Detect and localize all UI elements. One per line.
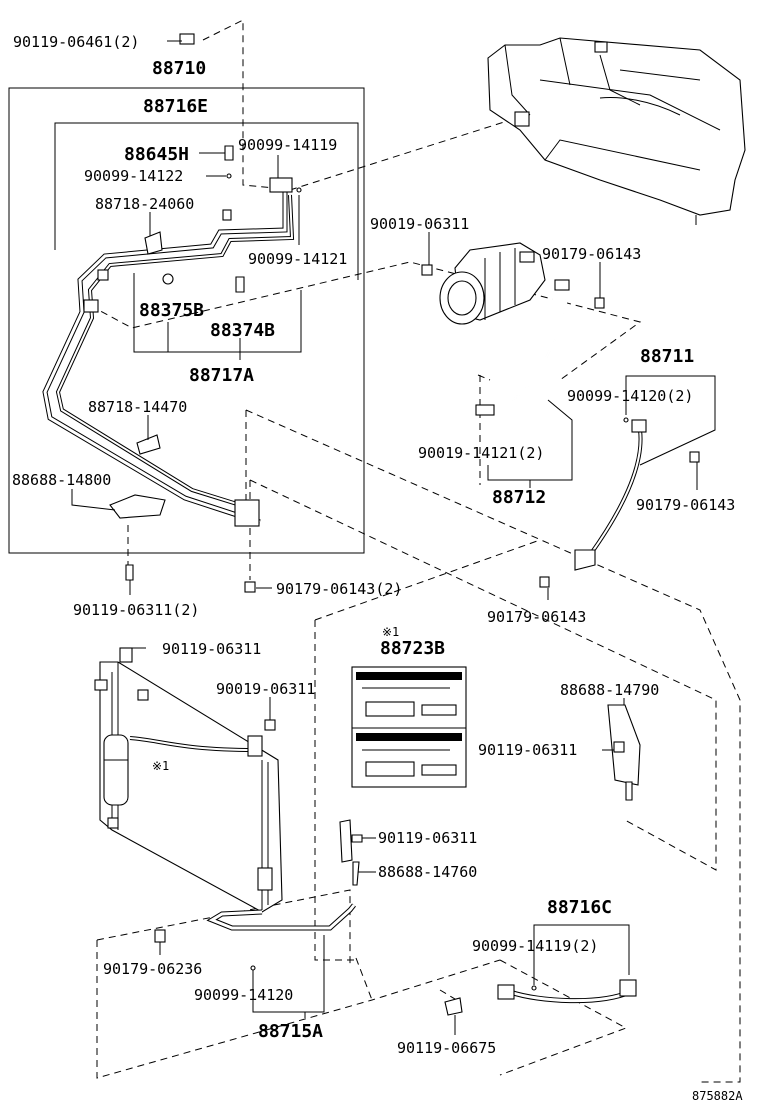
part-labels: 90119-06461(2) 88710 88716E 88645H 90099… xyxy=(12,33,743,1103)
label-90099-14122: 90099-14122 xyxy=(84,167,183,185)
label-90119-06311-cond: 90119-06311 xyxy=(162,640,261,658)
bolt-90119-06311 xyxy=(125,564,134,581)
label-88710: 88710 xyxy=(152,58,206,79)
nut-90179-06236 xyxy=(154,929,166,943)
label-88716e: 88716E xyxy=(143,96,208,117)
valve-88374b xyxy=(235,276,245,293)
label-88718-14470: 88718-14470 xyxy=(88,398,187,416)
small-parts xyxy=(109,33,629,593)
condenser xyxy=(94,647,283,913)
label-90179-06143-top: 90179-06143 xyxy=(542,245,641,263)
label-90119-06461: 90119-06461(2) xyxy=(13,33,139,51)
bracket-88711 xyxy=(625,375,716,466)
bracket-88688-14800 xyxy=(109,494,166,519)
pipe-88716c xyxy=(444,979,637,1016)
cap-88375b xyxy=(162,273,174,285)
label-90099-14119: 90099-14119 xyxy=(238,136,337,154)
leader-lines xyxy=(71,40,698,1035)
label-90119-06675: 90119-06675 xyxy=(397,1039,496,1057)
note-mark-receiver: ※1 xyxy=(152,759,169,773)
bolt-90119-06461 xyxy=(179,33,195,45)
label-88716c: 88716C xyxy=(547,897,612,918)
label-88723b: 88723B xyxy=(380,638,445,659)
label-88688-14790: 88688-14790 xyxy=(560,681,659,699)
label-88718-24060: 88718-24060 xyxy=(95,195,194,213)
oring-90099-14121 xyxy=(296,187,302,193)
caution-label-88723b xyxy=(351,666,467,788)
reference-number: 875882A xyxy=(692,1089,743,1103)
bolt-90119-06675 xyxy=(444,997,463,1016)
bracket-88716e xyxy=(54,122,359,280)
bracket-88715a xyxy=(252,935,325,1013)
clamp-88718-14470 xyxy=(136,434,161,455)
label-90019-06311-top: 90019-06311 xyxy=(370,215,469,233)
valve-88645h xyxy=(224,145,234,161)
label-90099-14120-2: 90099-14120(2) xyxy=(567,387,693,405)
oring-90099-14120 xyxy=(250,965,256,971)
bracket-88688-14790 xyxy=(607,704,641,801)
label-90099-14120: 90099-14120 xyxy=(194,986,293,1004)
pipe-88716e xyxy=(42,177,295,527)
dashed-guides xyxy=(79,19,741,1083)
label-90179-06143-mid: 90179-06143 xyxy=(636,496,735,514)
label-90099-14119-2: 90099-14119(2) xyxy=(472,937,598,955)
label-88375b: 88375B xyxy=(139,300,204,321)
label-90119-06311-2: 90119-06311(2) xyxy=(73,601,199,619)
pipe-88715a xyxy=(154,903,356,971)
label-88717a: 88717A xyxy=(189,365,254,386)
label-90179-06143-low: 90179-06143 xyxy=(487,608,586,626)
label-90099-14121: 90099-14121 xyxy=(248,250,347,268)
bolt-90119-06311-right xyxy=(613,741,625,753)
oring-90099-14120-2 xyxy=(623,417,629,423)
nut-90179-06143-2 xyxy=(244,581,256,593)
assembly-88710-frame xyxy=(8,87,365,554)
nut-90179-06143-low xyxy=(539,576,550,588)
label-88712: 88712 xyxy=(492,487,546,508)
nut-90179-06143-top xyxy=(594,297,605,309)
oring-90099-14122 xyxy=(226,173,232,179)
label-90179-06143-2: 90179-06143(2) xyxy=(276,580,402,598)
label-88715a: 88715A xyxy=(258,1021,323,1042)
compressor xyxy=(421,242,546,325)
label-90119-06311-right: 90119-06311 xyxy=(478,741,577,759)
evaporator-unit xyxy=(487,37,746,225)
bracket-88688-14760 xyxy=(339,819,363,886)
hose-88711 xyxy=(574,419,700,571)
clamp-88718-24060 xyxy=(144,231,163,255)
bracket-88717a xyxy=(133,273,302,353)
label-90119-06311-low: 90119-06311 xyxy=(378,829,477,847)
label-90179-06236: 90179-06236 xyxy=(103,960,202,978)
label-88374b: 88374B xyxy=(210,320,275,341)
label-88688-14760: 88688-14760 xyxy=(378,863,477,881)
label-88711: 88711 xyxy=(640,346,694,367)
label-88645h: 88645H xyxy=(124,144,189,165)
label-90019-14121-2: 90019-14121(2) xyxy=(418,444,544,462)
bracket-88712 xyxy=(487,399,573,481)
label-90019-06311-cond: 90019-06311 xyxy=(216,680,315,698)
bracket-88716c xyxy=(533,924,630,985)
note-mark-label: ※1 xyxy=(382,625,399,639)
hose-88712 xyxy=(475,279,570,416)
label-88688-14800: 88688-14800 xyxy=(12,471,111,489)
